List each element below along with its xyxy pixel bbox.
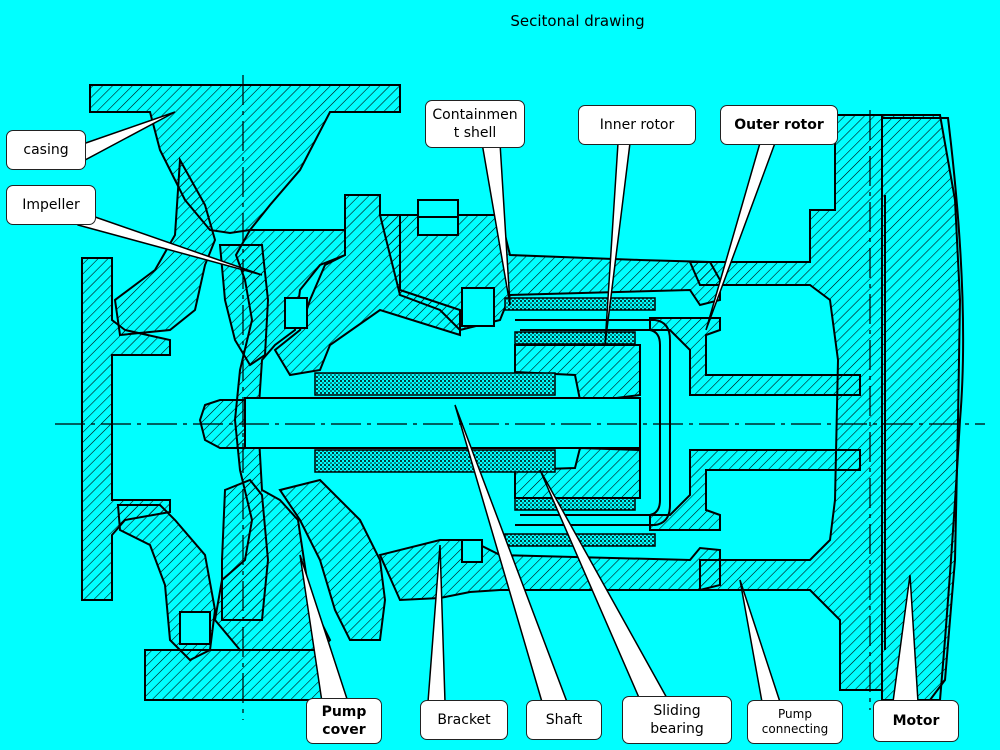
label-pump-cover: Pump cover bbox=[306, 698, 382, 744]
casing-foot bbox=[144, 649, 331, 701]
impeller-lower bbox=[221, 478, 270, 621]
outer-rotor-lower bbox=[649, 449, 861, 531]
label-casing-text: casing bbox=[23, 142, 69, 158]
suction-flange bbox=[81, 257, 171, 601]
label-outer-rotor: Outer rotor bbox=[720, 105, 838, 145]
leader-pump-connecting bbox=[739, 579, 782, 703]
containment-shell-outline bbox=[515, 319, 671, 526]
sliding-bearing-upper bbox=[314, 372, 556, 396]
leader-inner-rotor bbox=[604, 142, 631, 346]
label-inner-rotor: Inner rotor bbox=[578, 105, 696, 145]
outer-rotor-upper bbox=[649, 317, 861, 396]
motor-outline bbox=[882, 117, 965, 701]
label-containment-shell: Containmen t shell bbox=[425, 100, 525, 148]
drawing-title: Secitonal drawing bbox=[510, 12, 645, 30]
label-pump-cover-line2: cover bbox=[322, 722, 366, 738]
label-shaft-text: Shaft bbox=[545, 712, 583, 728]
label-shaft: Shaft bbox=[526, 700, 602, 740]
label-pump-connecting: Pump connecting bbox=[747, 700, 843, 744]
bracket-lower bbox=[378, 539, 721, 602]
pump-connecting-upper bbox=[688, 114, 883, 691]
label-motor: Motor bbox=[873, 700, 959, 742]
impeller-upper bbox=[218, 244, 270, 367]
label-pump-connecting-line1: Pump bbox=[778, 707, 812, 721]
shaft-body bbox=[244, 397, 641, 449]
leader-outer-rotor bbox=[705, 142, 777, 331]
label-inner-rotor-text: Inner rotor bbox=[599, 117, 675, 133]
motor-flange bbox=[881, 114, 962, 701]
pump-cover-lower bbox=[278, 478, 387, 641]
label-outer-rotor-text: Outer rotor bbox=[734, 117, 824, 133]
casing-volute-upper bbox=[113, 156, 217, 337]
label-casing: casing bbox=[6, 130, 86, 170]
label-motor-text: Motor bbox=[892, 713, 940, 729]
magnet-upper bbox=[504, 297, 656, 311]
magnet-lower-inner bbox=[514, 497, 636, 511]
label-sliding-bearing-line1: Sliding bbox=[653, 703, 701, 719]
label-impeller: Impeller bbox=[6, 185, 96, 225]
bolt-lower-mid bbox=[461, 539, 483, 563]
label-impeller-text: Impeller bbox=[22, 197, 80, 213]
label-pump-connecting-line2: connecting bbox=[761, 722, 829, 736]
label-containment-shell-line2: t shell bbox=[453, 125, 497, 141]
label-sliding-bearing-line2: bearing bbox=[650, 721, 704, 737]
label-bracket: Bracket bbox=[420, 700, 508, 740]
casing-discharge-flange bbox=[89, 84, 401, 235]
bolt-left bbox=[284, 297, 308, 329]
bolt-bottom-left bbox=[179, 611, 211, 645]
label-bracket-text: Bracket bbox=[437, 712, 491, 728]
label-sliding-bearing: Sliding bearing bbox=[622, 696, 732, 744]
label-containment-shell-line1: Containmen bbox=[432, 107, 518, 123]
magnet-upper-inner bbox=[514, 331, 636, 345]
sliding-bearing-lower bbox=[314, 449, 556, 473]
bolt-mid bbox=[461, 287, 495, 327]
label-pump-cover-line1: Pump bbox=[321, 704, 367, 720]
